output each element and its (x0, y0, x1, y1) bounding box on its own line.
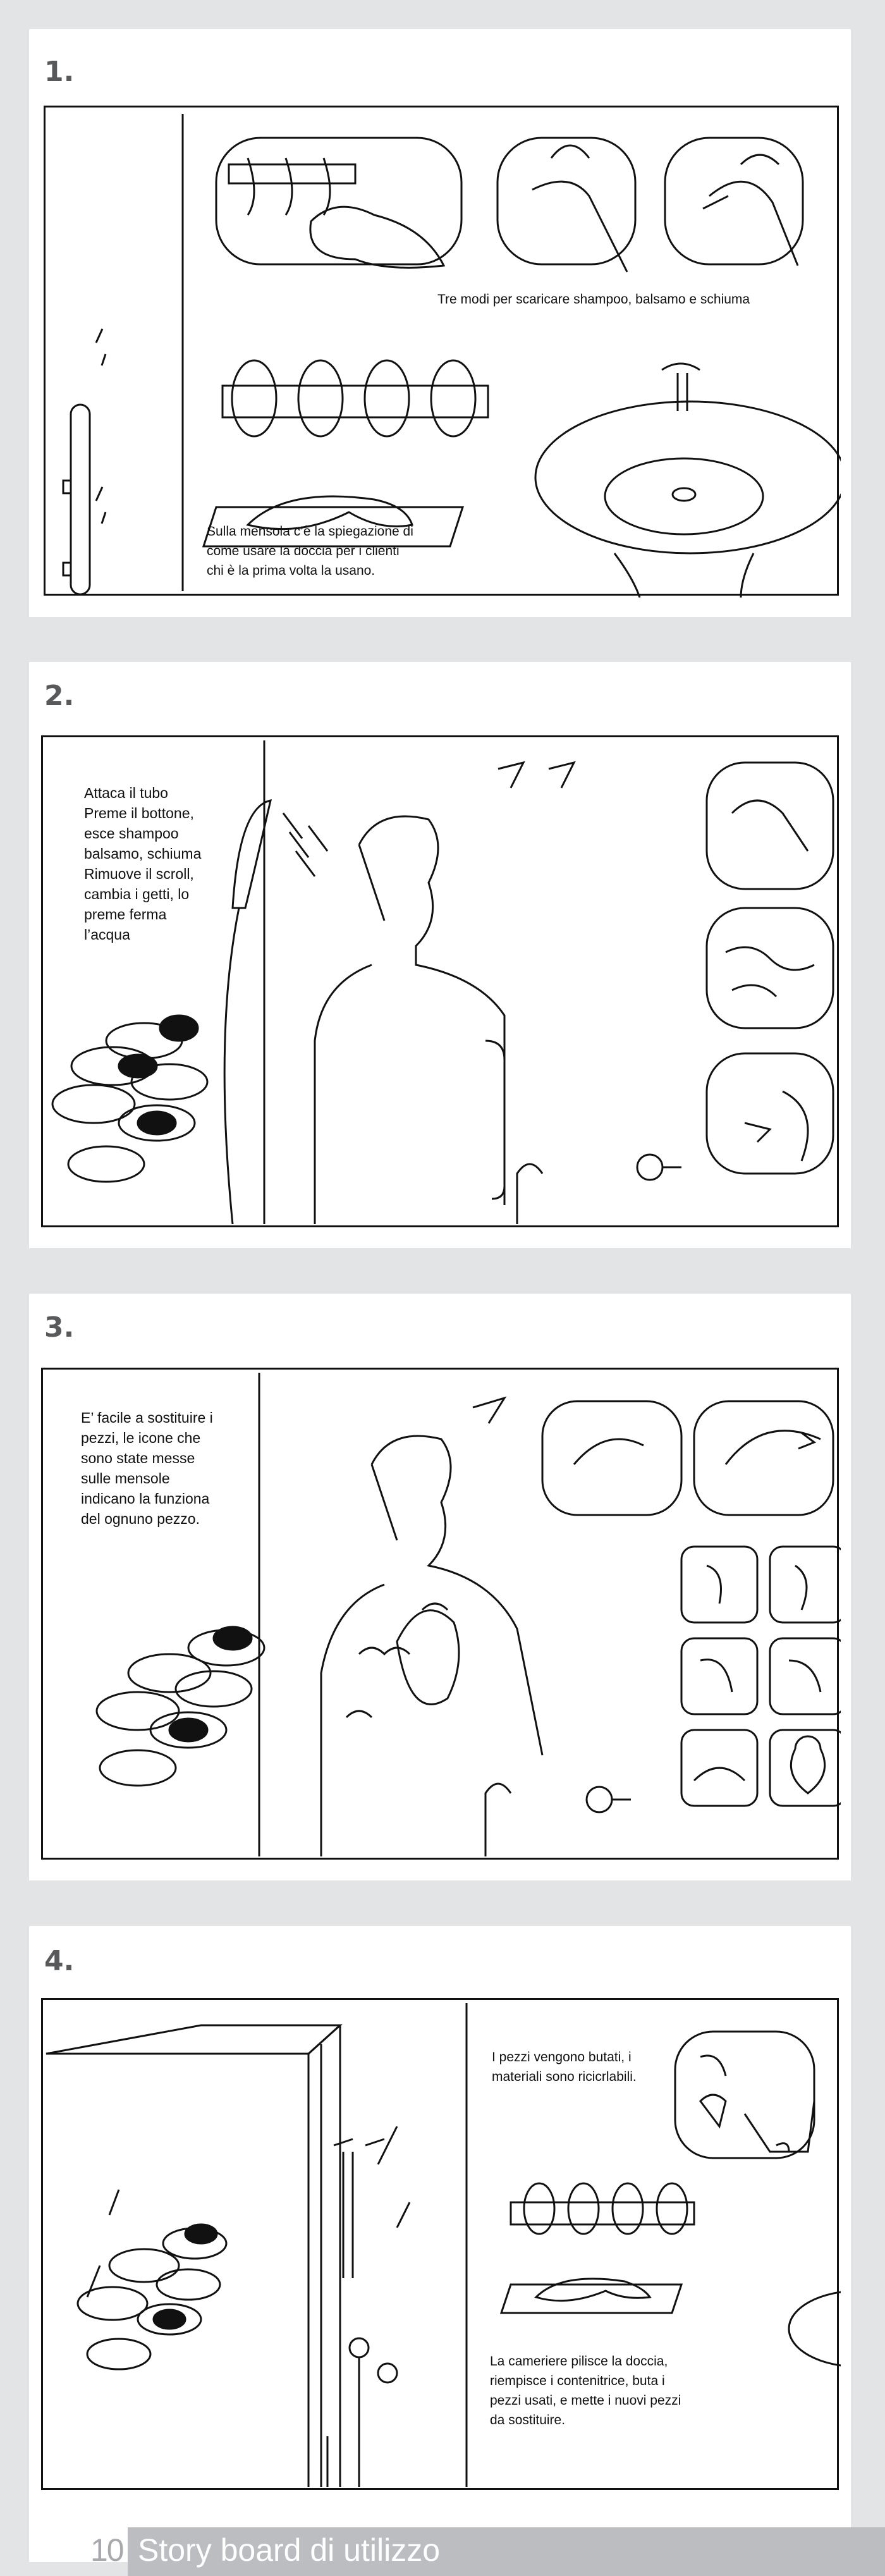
function-icons-grid (680, 1545, 841, 1807)
step-1-card: 1. Tre modi per scaricare shampoo, balsa… (29, 29, 851, 617)
recycling-caption: I pezzi vengono butati, i materiali sono… (492, 2050, 637, 2084)
valve-knob (516, 1153, 681, 1224)
glass-reflection (95, 328, 107, 524)
water-spray (282, 813, 329, 877)
grab-bar-icon (62, 403, 91, 596)
hair-icon (680, 1637, 759, 1715)
wall-hooks (497, 761, 576, 788)
wall-hook (472, 1396, 507, 1424)
teddy-bear-icon (769, 1729, 841, 1807)
replace-piece-icon (541, 1400, 683, 1516)
housekeeping-caption: La cameriere pilisce la doccia, riempisc… (490, 2354, 681, 2427)
person (314, 815, 506, 1224)
instruction-tray (499, 2278, 683, 2314)
face-icon (680, 1545, 759, 1624)
step-4-card: 4. I pezzi vengono butati, i materiali s… (29, 1926, 851, 2562)
instruction-tray (202, 495, 465, 548)
rotate-piece-icon (693, 1400, 834, 1516)
arm-icon (769, 1637, 841, 1715)
usage-instructions: Attaca il tubo Preme il bottone, esce sh… (84, 785, 202, 943)
step-3-card: 3. E’ facile a sostituire i pezzi, le ic… (29, 1294, 851, 1880)
shower-cabin (46, 2024, 411, 2487)
soap-holders-cluster (76, 2223, 228, 2371)
page-number: 10 (90, 2532, 125, 2568)
step-4-illustration: I pezzi vengono butati, i materiali sono… (41, 1998, 841, 2490)
shelf-with-dispensers (221, 359, 489, 438)
press-button-icon (705, 907, 834, 1029)
dispense-caption: Tre modi per scaricare shampoo, balsamo … (437, 292, 750, 307)
footer-bar (128, 2527, 885, 2576)
person-washing (320, 1435, 544, 1856)
step-number: 3. (44, 1311, 75, 1344)
step-number: 2. (44, 680, 75, 712)
recycle-bin-icon (674, 2030, 815, 2159)
valve-knob (484, 1782, 631, 1856)
scroll-jets-icon (705, 1052, 834, 1175)
sink-edge (788, 2291, 841, 2367)
body-icon (769, 1545, 841, 1624)
foot-icon (680, 1729, 759, 1807)
shower-head (223, 799, 272, 1225)
dispenser-icon-2 (496, 137, 637, 266)
step-1-illustration: Tre modi per scaricare shampoo, balsamo … (44, 106, 841, 598)
section-title: Story board di utilizzo (138, 2532, 441, 2568)
shelf-with-dispensers (510, 2182, 695, 2235)
sink (534, 362, 841, 598)
step-3-illustration: E’ facile a sostituire i pezzi, le icone… (41, 1368, 841, 1860)
step-2-illustration: Attaca il tubo Preme il bottone, esce sh… (41, 735, 839, 1227)
shower-fixtures (333, 2138, 398, 2487)
step-number: 1. (44, 56, 75, 88)
step-2-card: 2. Attaca il tubo Preme il bottone, esce… (29, 662, 851, 1248)
attach-hose-icon (705, 761, 834, 890)
dispenser-icon-1 (215, 137, 463, 266)
dispenser-icon-3 (664, 137, 804, 266)
replacement-caption: E’ facile a sostituire i pezzi, le icone… (81, 1409, 213, 1527)
shelf-caption: Sulla mensola c’è la spiegazione di come… (207, 524, 413, 578)
step-number: 4. (44, 1945, 75, 1977)
soap-holders-cluster (95, 1626, 266, 1787)
soap-holders-cluster (51, 1014, 209, 1183)
